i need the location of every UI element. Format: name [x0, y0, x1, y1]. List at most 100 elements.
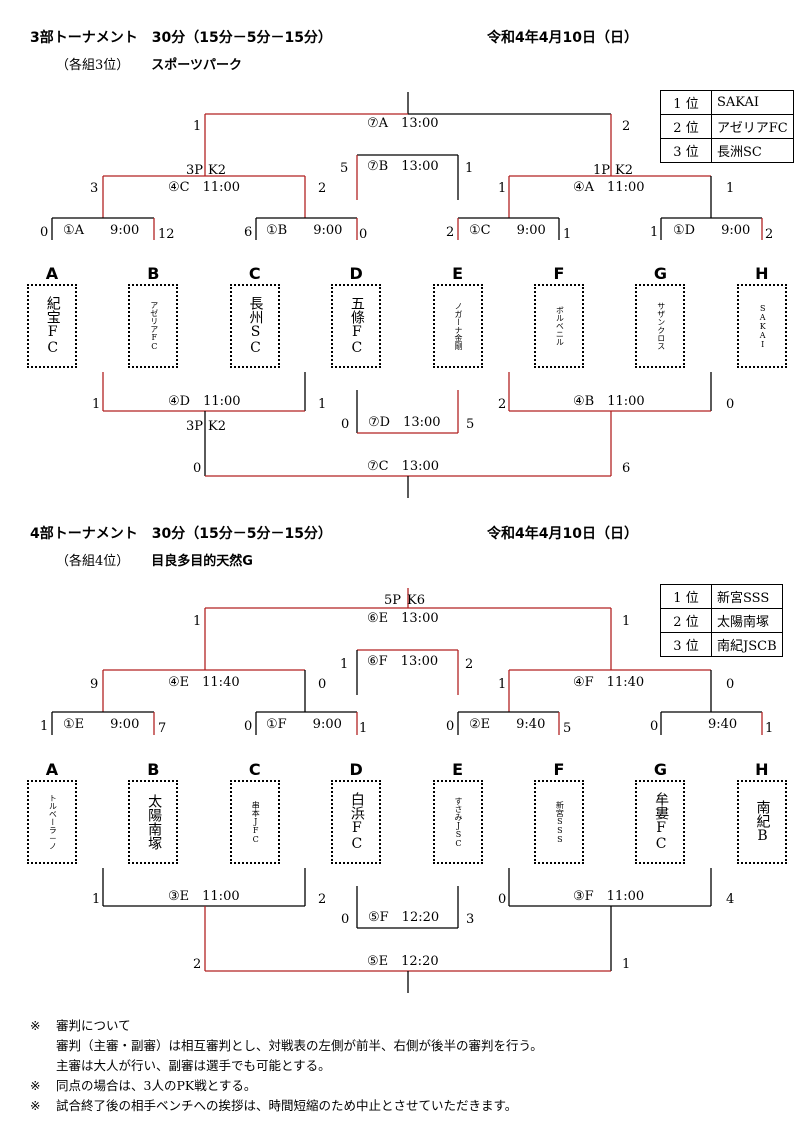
team-box: 長州SC — [229, 284, 280, 368]
bracket-label: 2 — [498, 397, 507, 412]
bracket-label: 1 — [92, 892, 101, 907]
team-name: ノガーナ金剛 — [453, 302, 463, 350]
bracket-label: ①C 9:00 — [469, 223, 546, 238]
team-letter: G — [653, 760, 667, 779]
rank-label: 1 位 — [660, 90, 712, 115]
team-name: 南紀B — [754, 800, 771, 844]
note-line: ※試合終了後の相手ベンチへの挨拶は、時間短縮のため中止とさせていただきます。 — [30, 1096, 543, 1116]
team-box: 新宮SSS — [534, 780, 584, 864]
bracket-label: K6 — [407, 593, 425, 608]
team-box: 紀宝FC — [27, 284, 77, 368]
notes: ※審判について 審判（主審・副審）は相互審判とし、対戦表の左側が前半、右側が後半… — [30, 1016, 543, 1116]
bracket-label: ④E 11:40 — [168, 675, 240, 690]
bracket-label: 1 — [650, 225, 659, 240]
bracket-label: 0 — [726, 397, 735, 412]
bracket-label: 1 — [726, 181, 735, 196]
bracket-label: K2 — [208, 163, 226, 178]
bracket-label: 0 — [498, 892, 507, 907]
bracket-label: 3 — [90, 181, 99, 196]
t3-title: 3部トーナメント 30分（15分－5分－15分） — [30, 30, 332, 46]
table-row: 2 位アゼリアFC — [660, 114, 794, 139]
team-box: サザンクロス — [635, 284, 686, 368]
bracket-label: 0 — [244, 719, 253, 734]
team-box: 牟婁FC — [635, 780, 686, 864]
t4-ranking-table: 1 位新宮SSS 2 位太陽南塚 3 位南紀JSCB — [660, 584, 783, 657]
bracket-label: ④B 11:00 — [573, 394, 645, 409]
team-box: ノガーナ金剛 — [432, 284, 483, 368]
rank-team: 新宮SSS — [711, 584, 783, 609]
t3-group: （各組3位） — [56, 58, 130, 73]
team-box: 太陽南塚 — [128, 780, 179, 864]
bracket-label: 1 — [622, 957, 631, 972]
bracket-label: 1 — [498, 677, 507, 692]
bracket-label: 0 — [40, 225, 49, 240]
note-line: ※審判について — [30, 1016, 543, 1036]
bracket-label: ③F 11:00 — [573, 889, 645, 904]
t4-group: （各組4位） — [56, 554, 130, 569]
team-letter: F — [553, 264, 565, 283]
bracket-label: 1 — [465, 161, 474, 176]
team-letter: H — [755, 760, 769, 779]
t3-subtitle: （各組3位） スポーツパーク — [56, 54, 242, 73]
bracket-label: ④C 11:00 — [168, 180, 241, 195]
bracket-label: 0 — [726, 677, 735, 692]
bracket-label: 3P — [186, 163, 204, 178]
bracket-label: 2 — [446, 225, 455, 240]
bracket-label: 6 — [622, 461, 631, 476]
team-name: 新宮SSS — [555, 800, 565, 844]
bracket-label: 7 — [158, 721, 167, 736]
bracket-label: 3P — [186, 419, 204, 434]
bracket-label: 5 — [466, 417, 475, 432]
rank-team: 長洲SC — [711, 138, 794, 163]
team-letter: C — [248, 264, 261, 283]
note-line: ※同点の場合は、3人のPK戦とする。 — [30, 1076, 543, 1096]
team-name: 太陽南塚 — [146, 794, 163, 850]
bracket-label: ④D 11:00 — [168, 394, 241, 409]
team-box: SAKAI — [736, 284, 787, 368]
table-row: 1 位新宮SSS — [660, 584, 783, 609]
team-box: 南紀B — [736, 780, 787, 864]
bracket-label: 0 — [446, 719, 455, 734]
bracket-label: 6 — [244, 225, 253, 240]
rank-label: 2 位 — [660, 114, 712, 139]
rank-team: アゼリアFC — [711, 114, 794, 139]
bracket-label: ③E 11:00 — [168, 889, 240, 904]
bracket-label: 4 — [726, 892, 735, 907]
bracket-label: 1 — [359, 721, 368, 736]
bracket-label: 0 — [341, 417, 350, 432]
team-name: サザンクロス — [656, 302, 666, 350]
bracket-label: 0 — [193, 461, 202, 476]
bracket-label: 2 — [622, 119, 631, 134]
bracket-label: 1 — [92, 397, 101, 412]
bracket-label: ①B 9:00 — [266, 223, 343, 238]
team-box: 串本JFC — [229, 780, 280, 864]
t4-date: 令和4年4月10日（日） — [487, 526, 638, 542]
bracket-label: 2 — [465, 657, 474, 672]
bracket-label: 5 — [340, 161, 349, 176]
team-box: ボルベニル — [534, 284, 584, 368]
bracket-label: ①D 9:00 — [673, 223, 751, 238]
bracket-label: K2 — [208, 419, 226, 434]
bracket-label: ④A 11:00 — [573, 180, 645, 195]
team-letter: B — [147, 264, 160, 283]
note-text: 試合終了後の相手ベンチへの挨拶は、時間短縮のため中止とさせていただきます。 — [56, 1098, 518, 1113]
rank-label: 2 位 — [660, 608, 712, 633]
bracket-label: 2 — [318, 181, 327, 196]
team-name: アゼリアFC — [149, 301, 159, 351]
team-name: トルベーラ－ノ — [48, 794, 58, 850]
bracket-label: 0 — [650, 719, 659, 734]
bracket-label: 1 — [498, 181, 507, 196]
bracket-label: 1 — [765, 721, 774, 736]
bracket-label: 1 — [318, 397, 327, 412]
team-letter: B — [147, 760, 160, 779]
bracket-label: ②E 9:40 — [469, 717, 546, 732]
bracket-label: 3 — [466, 912, 475, 927]
team-letter: C — [248, 760, 261, 779]
bracket-label: 1 — [193, 119, 202, 134]
bracket-label: 1P — [593, 163, 611, 178]
t3-venue: スポーツパーク — [151, 58, 243, 73]
table-row: 3 位長洲SC — [660, 138, 794, 163]
bracket-label: ①A 9:00 — [63, 223, 140, 238]
team-box: アゼリアFC — [128, 284, 179, 368]
bracket-label: 12 — [158, 227, 175, 242]
